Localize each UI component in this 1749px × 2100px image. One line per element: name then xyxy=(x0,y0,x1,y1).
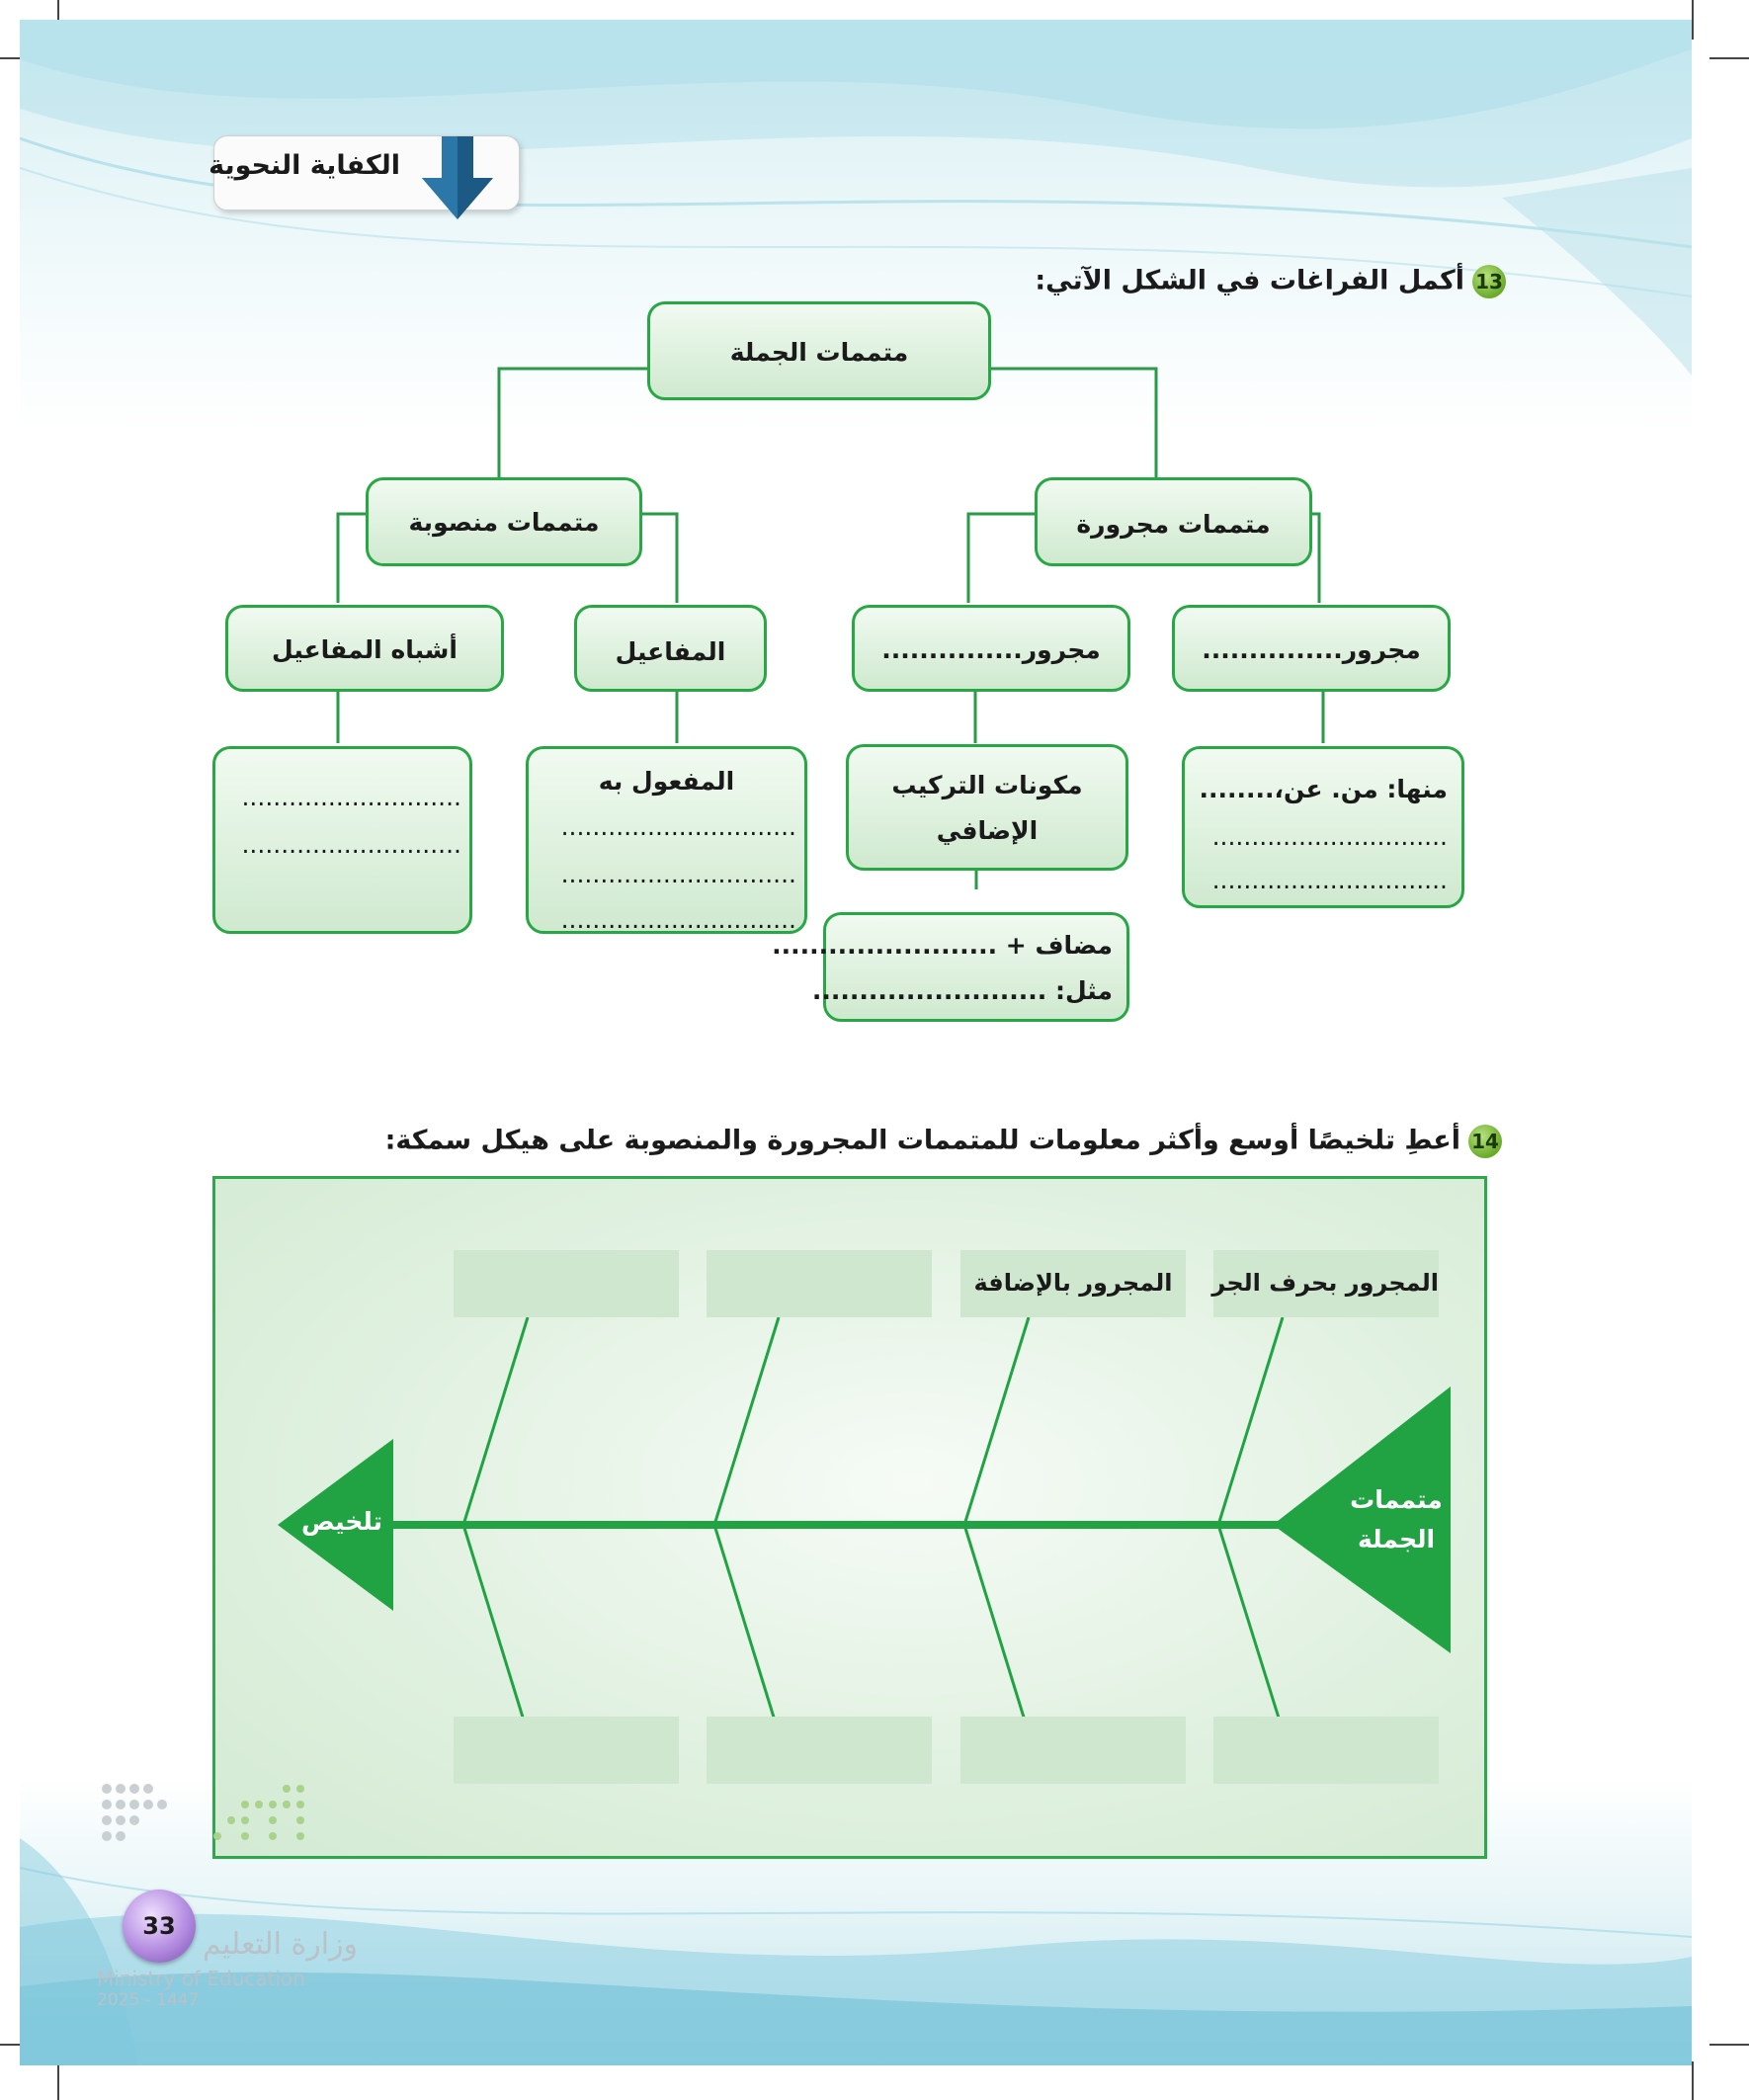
ministry-name-ar: وزارة التعليم xyxy=(203,1927,358,1962)
majrur-box-left: مجرور............... xyxy=(852,605,1130,692)
answer-blank[interactable]: .............................. xyxy=(1212,822,1448,851)
top-slot[interactable]: المجرور بحرف الجر xyxy=(1213,1250,1439,1317)
textbook-page: الكفاية النحوية 13أكمل الفراغات في الشكل… xyxy=(20,20,1692,2065)
crop-mark xyxy=(1709,2044,1749,2046)
question-14: 14 أعطِ تلخيصًا أوسع وأكثر معلومات للمتمم… xyxy=(385,1125,1502,1158)
huruf-jarr-box: منها: من. عن،........ ..................… xyxy=(1182,746,1464,908)
question-text: أعطِ تلخيصًا أوسع وأكثر معلومات للمتممات… xyxy=(385,1126,1460,1156)
ministry-logo-icon xyxy=(97,1779,329,1868)
majrur-label-right: مجرور............... xyxy=(1175,635,1448,664)
answer-blank[interactable]: ............................ xyxy=(241,783,461,811)
mansuba-label: متممات منصوبة xyxy=(369,508,639,537)
majrur-box-right: مجرور............... xyxy=(1172,605,1451,692)
root-box: متممات الجملة xyxy=(647,301,991,400)
minha-label: منها: من. عن،........ xyxy=(1199,775,1448,803)
crop-mark xyxy=(1692,2061,1694,2100)
mansuba-box: متممات منصوبة xyxy=(366,477,642,566)
mudaf-line[interactable]: مضاف + ........................ xyxy=(772,931,1113,960)
answer-blank[interactable]: ............................ xyxy=(241,830,461,859)
mafaeel-label: المفاعيل xyxy=(577,637,764,666)
answer-blank[interactable]: .............................. xyxy=(561,812,796,841)
question-number-badge: 14 xyxy=(1468,1125,1502,1158)
bottom-slot[interactable] xyxy=(960,1717,1186,1784)
ashbah-box: أشباه المفاعيل xyxy=(225,605,504,692)
crop-mark xyxy=(1709,57,1749,59)
mukawwinat-label: مكونات التركيب xyxy=(849,771,1125,799)
mafool-label: المفعول به xyxy=(529,767,804,796)
crop-mark xyxy=(1692,0,1694,40)
edition-year: 2025 - 1447 xyxy=(97,1990,199,2010)
mafool-box: المفعول به .............................… xyxy=(526,746,807,934)
bottom-slot[interactable] xyxy=(454,1717,679,1784)
top-slot[interactable] xyxy=(707,1250,932,1317)
ministry-name-en: Ministry of Education xyxy=(97,1967,305,1990)
page-number-badge: 33 xyxy=(123,1890,196,1963)
ashbah-label: أشباه المفاعيل xyxy=(228,635,501,664)
fish-head-label: متممات الجملة xyxy=(1342,1480,1451,1559)
majrura-label: متممات مجرورة xyxy=(1038,510,1309,539)
idafi-label: الإضافي xyxy=(849,816,1125,845)
ashbah-answer-box: ............................ ...........… xyxy=(212,746,472,934)
fish-tail-label: تلخيص xyxy=(292,1507,391,1536)
bottom-slot[interactable] xyxy=(1213,1717,1439,1784)
mukawwinat-box: مكونات التركيب الإضافي xyxy=(846,744,1128,871)
mithal-line[interactable]: مثل: ......................... xyxy=(812,976,1113,1005)
mafaeel-box: المفاعيل xyxy=(574,605,767,692)
fishbone-diagram: متممات الجملة تلخيص المجرور بحرف الجر ال… xyxy=(212,1176,1487,1859)
answer-blank[interactable]: .............................. xyxy=(561,905,796,934)
root-label: متممات الجملة xyxy=(650,338,988,367)
crop-mark xyxy=(57,2061,59,2100)
answer-blank[interactable]: .............................. xyxy=(561,860,796,888)
answer-blank[interactable]: .............................. xyxy=(1212,866,1448,894)
mudaf-example-box: مضاف + ........................ مثل: ...… xyxy=(823,912,1129,1022)
bottom-slot[interactable] xyxy=(707,1717,932,1784)
majrur-label-left: مجرور............... xyxy=(855,635,1127,664)
top-slot[interactable] xyxy=(454,1250,679,1317)
majrura-box: متممات مجرورة xyxy=(1035,477,1312,566)
top-slot[interactable]: المجرور بالإضافة xyxy=(960,1250,1186,1317)
